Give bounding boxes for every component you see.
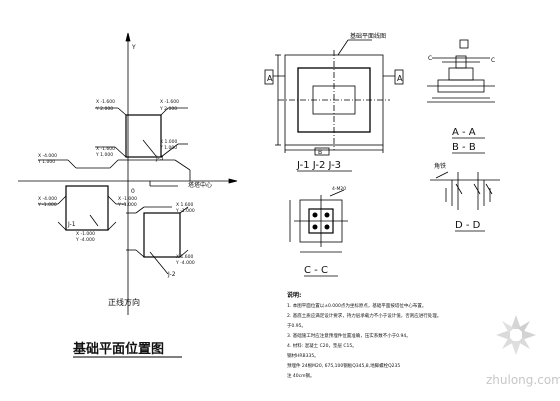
bolt-note: 4-M20 [332,186,346,192]
section-aa-bb-labels: C C A - A B - B [428,55,495,154]
section-a-mark: A [397,74,403,83]
watermark-text: zhulong.com [486,373,560,387]
section-dd-title: D - D [455,220,481,231]
footing-j1 [65,185,109,231]
note-line: 预埋件 24根M20, 675,100钢板Q345,8,地脚螺栓Q235 [287,362,400,369]
coord-label: X 1.600 [176,202,194,208]
coord-label: X -1.000 [118,196,137,202]
label-j2: J-2 [167,271,176,278]
note-line: 钢材HRB335。 [287,352,319,359]
footing-j3 [125,114,162,158]
section-marker-a [394,69,404,85]
x-axis-arrow-icon [228,178,238,184]
direction-label: 正线方向 [108,297,140,307]
coord-label: X 1.600 [176,254,194,260]
y-axis-arrow-icon [125,32,131,42]
detail-title: J-1 J-2 J-3 [296,160,341,171]
note-line: 注 40cm钢。 [287,372,315,379]
coord-label: X -1.600 [96,99,115,105]
section-marker-a [264,69,274,85]
coord-label: Y -1.000 [37,202,57,208]
section-marker-b [314,147,330,156]
coord-label: X -4.000 [38,153,57,159]
design-notes: 说明: 1. 本图平面位置以±0.000点为坐标原点，基础平面按塔位中心布置。 … [287,291,441,379]
footing-plan-detail [264,39,404,156]
coord-label: Y -4.000 [175,260,195,266]
notes-heading: 说明: [287,291,301,299]
coord-label: X -4.000 [38,196,57,202]
section-b-mark: B [318,149,322,156]
note-line: 1. 本图平面位置以±0.000点为坐标原点，基础平面按塔位中心布置。 [287,302,426,309]
coord-label: Y 2.000 [159,106,177,112]
coord-label: Y 1.000 [37,159,55,165]
section-c-mark: C [491,57,495,64]
section-c-mark: C [428,55,432,62]
coord-label: X -1.600 [160,99,179,105]
coord-label: Y -1.000 [117,202,137,208]
section-cc-labels: 4-M20 C - C [304,186,346,277]
anchor-bolt [324,224,330,230]
footing-j2 [143,212,181,258]
coord-label: X -1.000 [76,231,95,237]
section-aa-title: A - A [452,127,476,138]
label-j1: J-1 [67,221,76,228]
coord-label: Y 2.000 [95,106,113,112]
section-aa-bb [427,39,495,103]
center-label: 塔塔中心 [188,181,212,189]
coord-labels: X -1.600 Y 2.000 X -1.600 Y 2.000 X -1.6… [37,99,195,266]
note-line: 2. 基底土质应满足设计要求，持力层承载力不小于设计值，否则应进行处理。 [287,312,441,319]
coord-label: Y 1.000 [159,145,177,151]
coord-label: Y -1.000 [175,208,195,214]
anchor-bolts [312,212,330,230]
coord-label: X 1.000 [160,139,178,145]
section-cc-title: C - C [304,265,328,276]
section-dd-labels: 角铁 D - D [434,162,485,232]
coord-label: Y -4.000 [75,237,95,243]
section-dd-note: 角铁 [434,162,446,170]
label-j3: J-3 [155,155,164,162]
watermark-logo-icon [496,315,536,355]
anchor-bolt [312,212,318,218]
foundation-plan [18,32,238,315]
section-cc [289,189,348,253]
note-line: 3. 基础施工时应注意预埋件位置准确，压实系数不小于0.94。 [287,332,411,339]
plan-title: 基础平面位置图 [72,341,164,357]
coord-label: X -1.600 [96,146,115,152]
y-axis-label: Y [131,44,136,51]
section-bb-title: B - B [452,142,476,153]
section-marker [459,39,469,49]
anchor-bolt [324,212,330,218]
coord-label: Y 1.000 [95,152,113,158]
section-dd [430,171,500,210]
note-line: 于0.95。 [287,323,306,329]
leader-label: 基础平面线图 [350,32,386,40]
anchor-bolt [312,224,318,230]
section-a-mark: A [267,74,273,83]
origin-label: 0 [131,188,135,195]
watermark: zhulong.com [486,315,560,387]
footing-plan-detail-labels: 基础平面线图 A A B J-1 J-2 J-3 [267,32,403,172]
footing-step-section [448,67,474,81]
note-line: 4. 材料: 混凝土 C20，垫层 C15。 [287,342,357,349]
foundation-plan-labels: Y 0 塔塔中心 J-3 J-1 J-2 正线方向 基础平面位置图 [67,44,212,358]
